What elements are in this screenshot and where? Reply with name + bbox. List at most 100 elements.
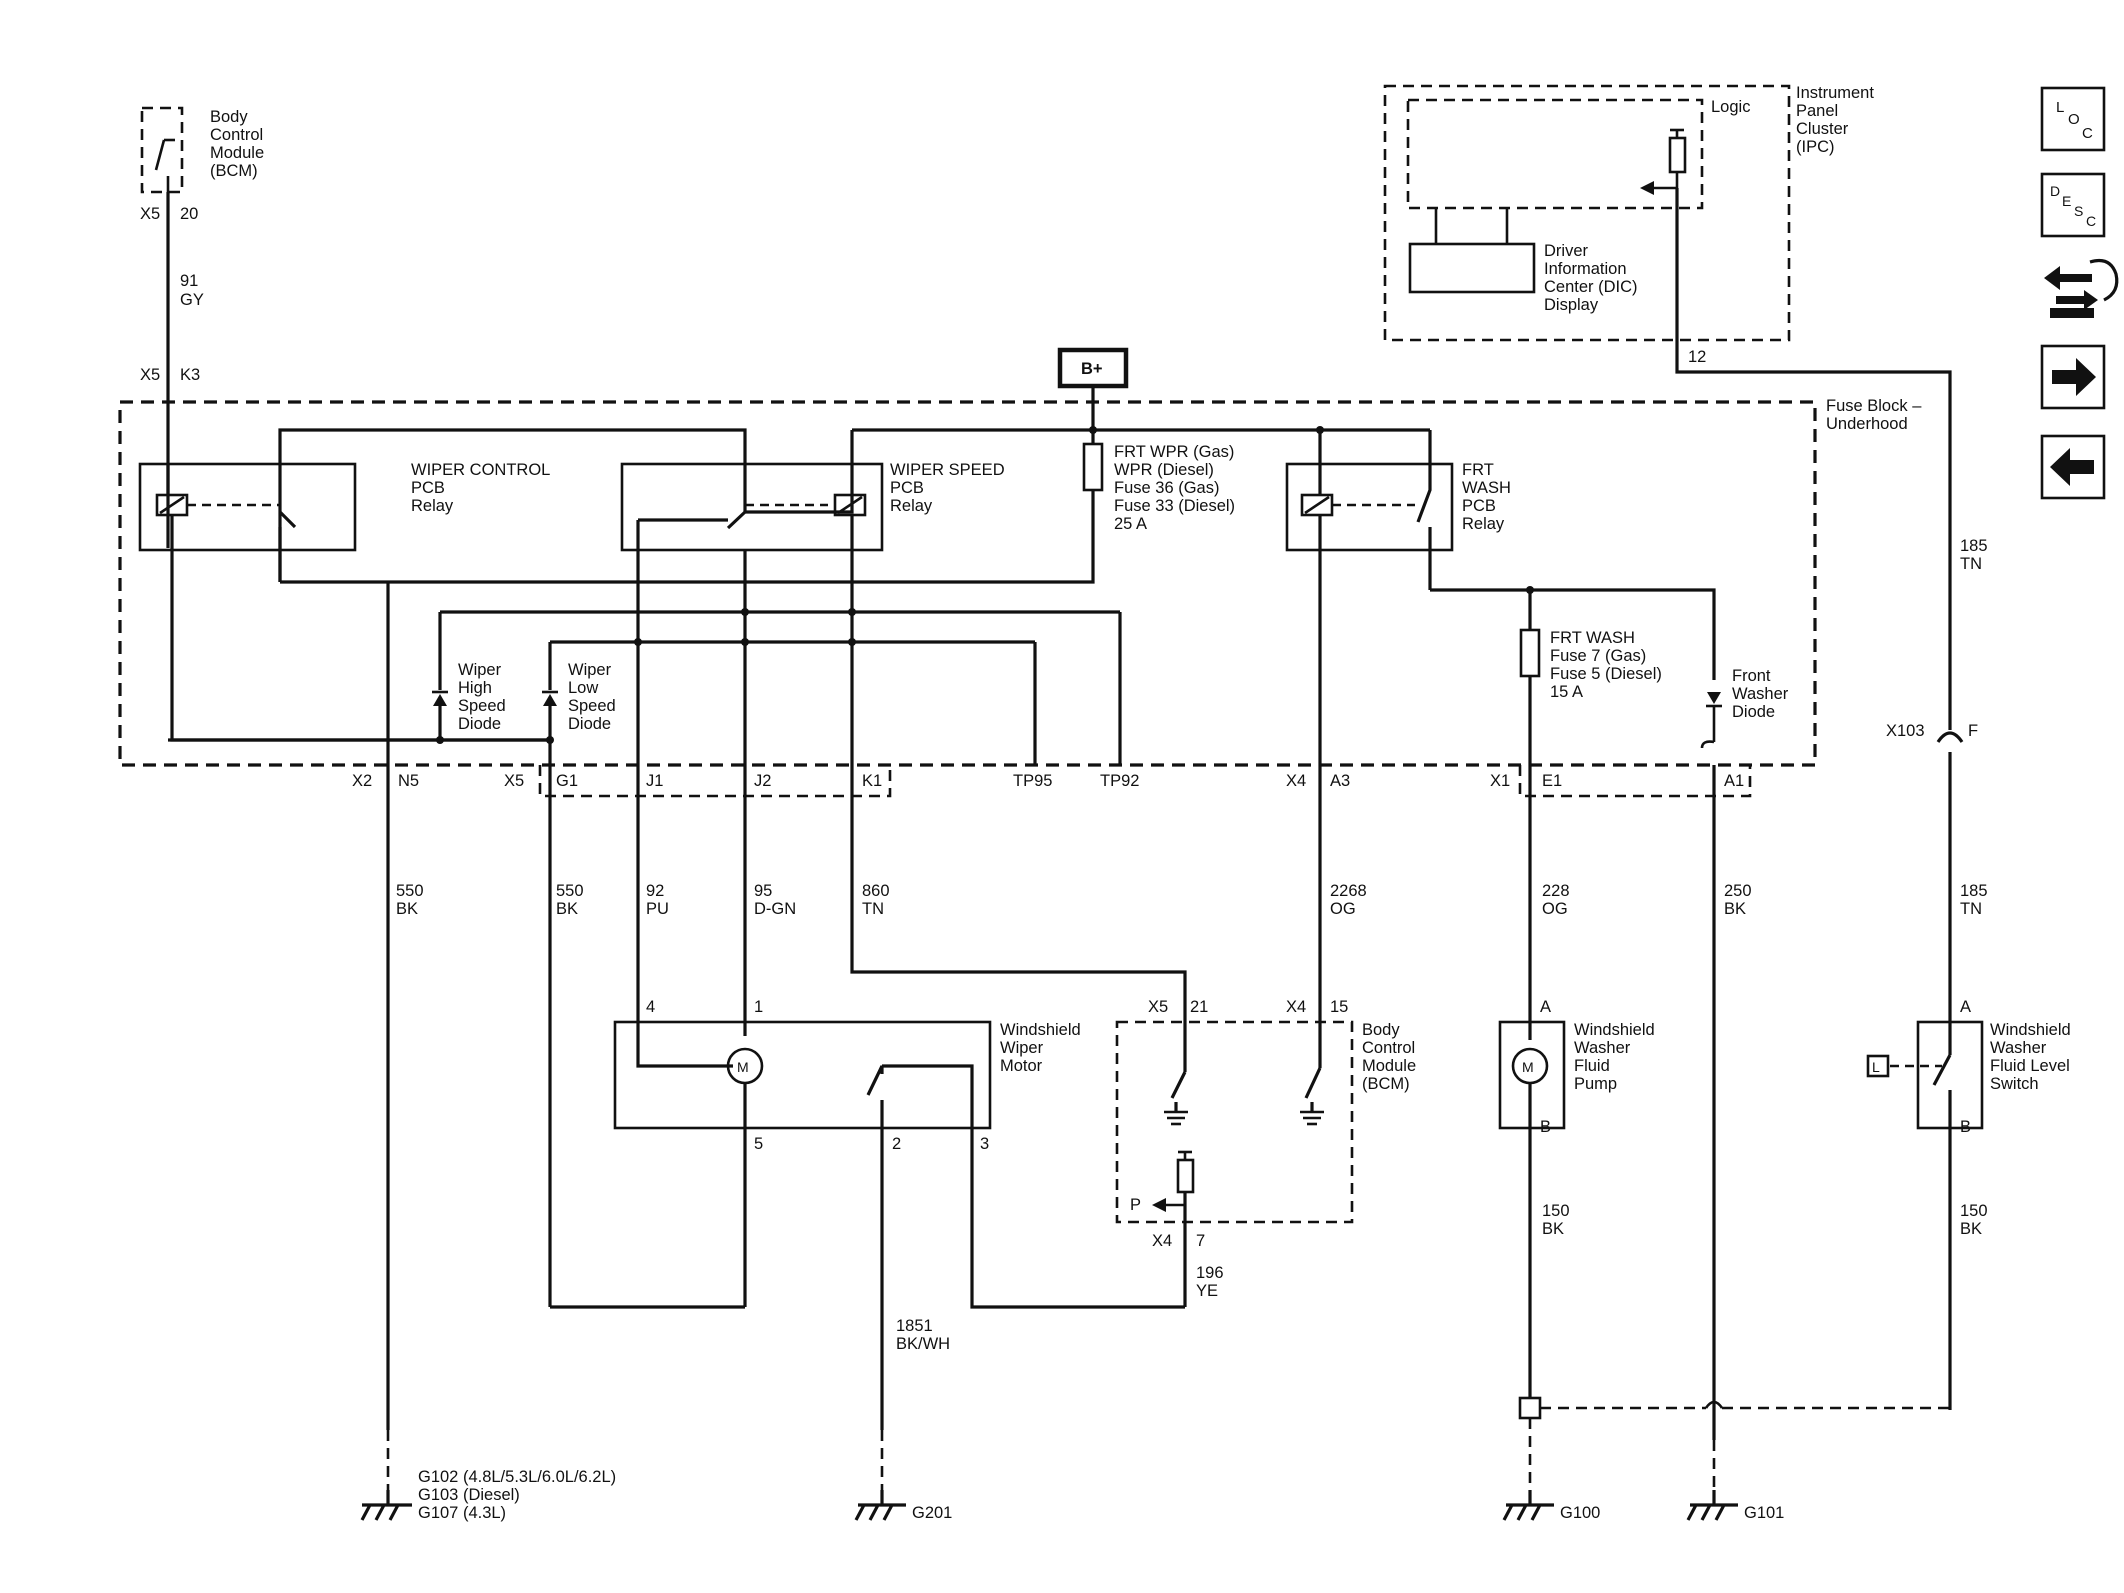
pump-pin-a: A [1540, 998, 1551, 1016]
frt-wash-relay-4: Relay [1462, 515, 1505, 533]
loc-o: O [2068, 111, 2080, 128]
w196-num: 196 [1196, 1264, 1224, 1282]
w2268-num: 2268 [1330, 882, 1367, 900]
w550a-num: 550 [396, 882, 424, 900]
frt-wpr-fuse-2: WPR (Diesel) [1114, 461, 1214, 479]
w550a-color: BK [396, 900, 418, 918]
washer-diode-3: Diode [1732, 703, 1775, 721]
switch-pin-a: A [1960, 998, 1971, 1016]
motor-pin-1: 1 [754, 998, 763, 1016]
bcm-bottom-x5: X5 [1148, 998, 1168, 1016]
wire-860 [850, 515, 1187, 1060]
conn-x5-top: X5 [140, 366, 160, 384]
bcm-bottom: X5 21 X4 15 X4 7 P Body Control Module (… [1115, 998, 1416, 1307]
conn-a3: A3 [1330, 772, 1350, 790]
switch-name-1: Windshield [1990, 1021, 2071, 1039]
dic-name-2: Information [1544, 260, 1627, 278]
x103-connector [1936, 731, 1964, 743]
w150b-num: 150 [1960, 1202, 1988, 1220]
wiper-motor: M 4 1 5 2 3 Windshield Wiper Motor [613, 998, 1185, 1340]
frt-wash-relay-1: FRT [1462, 461, 1494, 479]
wiper-control-relay-2: PCB [411, 479, 445, 497]
w860-color: TN [862, 900, 884, 918]
splice-pack [1518, 1396, 1542, 1420]
conn-k1: K1 [862, 772, 882, 790]
frt-wpr-fuse-5: 25 A [1114, 515, 1147, 533]
switch-l-label: L [1872, 1059, 1880, 1075]
frt-wash-fuse [1519, 628, 1541, 678]
w1851-num: 1851 [896, 1317, 933, 1335]
pump-name-4: Pump [1574, 1075, 1617, 1093]
w95-num: 95 [754, 882, 772, 900]
conn-x5: X5 [504, 772, 524, 790]
high-diode-3: Speed [458, 697, 506, 715]
motor-pin-4: 4 [646, 998, 655, 1016]
wire-labels: 550 BK 550 BK 92 PU 95 D-GN 860 TN 2268 … [396, 882, 1988, 918]
wiper-control-relay-1: WIPER CONTROL [411, 461, 550, 479]
washer-diode-1: Front [1732, 667, 1771, 685]
bcm-bottom-15: 15 [1330, 998, 1348, 1016]
w150a-num: 150 [1542, 1202, 1570, 1220]
bplus-label: B+ [1081, 360, 1103, 378]
wire-92 [636, 520, 733, 1068]
ipc-name-1: Instrument [1796, 84, 1874, 102]
frt-wpr-fuse-3: Fuse 36 (Gas) [1114, 479, 1219, 497]
conn-x4: X4 [1286, 772, 1306, 790]
bcm-bottom-7: 7 [1196, 1232, 1205, 1250]
low-diode-2: Low [568, 679, 598, 697]
loc-icon[interactable]: L O C [2040, 86, 2106, 152]
frt-wpr-fuse-1: FRT WPR (Gas) [1114, 443, 1234, 461]
pump-symbol: M [1522, 1059, 1534, 1075]
conn-f: F [1968, 722, 1978, 740]
wire-91-num: 91 [180, 272, 198, 290]
conn-x1: X1 [1490, 772, 1510, 790]
dic-name-1: Driver [1544, 242, 1589, 260]
wiper-high-speed-diode: Wiper High Speed Diode [432, 612, 506, 740]
high-diode-1: Wiper [458, 661, 502, 679]
motor-pin-2: 2 [892, 1135, 901, 1153]
w2268-color: OG [1330, 900, 1356, 918]
frt-wash-fuse-1: FRT WASH [1550, 629, 1635, 647]
w185b-num: 185 [1960, 882, 1988, 900]
front-washer-diode: Front Washer Diode [1700, 667, 1789, 1405]
w550b-color: BK [556, 900, 578, 918]
w228-color: OG [1542, 900, 1568, 918]
bcm-bottom-name-4: (BCM) [1362, 1075, 1410, 1093]
motor-name-3: Motor [1000, 1057, 1043, 1075]
pump-name-3: Fluid [1574, 1057, 1610, 1075]
ground-g102: G102 (4.8L/5.3L/6.0L/6.2L) G103 (Diesel)… [360, 1468, 616, 1522]
wire-91-color: GY [180, 291, 204, 309]
desc-icon[interactable]: D E S C [2040, 172, 2106, 238]
w1851-color: BK/WH [896, 1335, 950, 1353]
conn-x2: X2 [352, 772, 372, 790]
fuse-block-label-2: Underhood [1826, 415, 1908, 433]
connector-view-icon[interactable] [2044, 258, 2119, 319]
ground-g201: G201 [854, 1490, 952, 1522]
bcm-top-pin: 20 [180, 205, 198, 223]
desc-s: S [2074, 203, 2083, 219]
g102-line-2: G103 (Diesel) [418, 1486, 520, 1504]
next-page-icon[interactable] [2040, 344, 2106, 410]
frt-wash-fuse-4: 15 A [1550, 683, 1583, 701]
w95-color: D-GN [754, 900, 796, 918]
motor-name-1: Windshield [1000, 1021, 1081, 1039]
motor-name-2: Wiper [1000, 1039, 1044, 1057]
w196-color: YE [1196, 1282, 1218, 1300]
wiper-speed-relay-3: Relay [890, 497, 933, 515]
wiper-speed-relay-1: WIPER SPEED [890, 461, 1005, 479]
frt-wash-fuse-3: Fuse 5 (Diesel) [1550, 665, 1662, 683]
wiper-speed-relay-2: PCB [890, 479, 924, 497]
switch-name-4: Switch [1990, 1075, 2039, 1093]
switch-name-2: Washer [1990, 1039, 2047, 1057]
conn-k3: K3 [180, 366, 200, 384]
conn-n5: N5 [398, 772, 419, 790]
switch-pin-b: B [1960, 1118, 1971, 1136]
bcm-top-name-4: (BCM) [210, 162, 258, 180]
ipc-name-4: (IPC) [1796, 138, 1835, 156]
previous-page-icon[interactable] [2040, 434, 2106, 500]
fuse-block-label-1: Fuse Block – [1826, 397, 1922, 415]
ground-g100: G100 [1502, 1490, 1600, 1522]
high-diode-2: High [458, 679, 492, 697]
ipc-module: Logic Instrument Panel Cluster (IPC) Dri… [1383, 84, 1874, 366]
